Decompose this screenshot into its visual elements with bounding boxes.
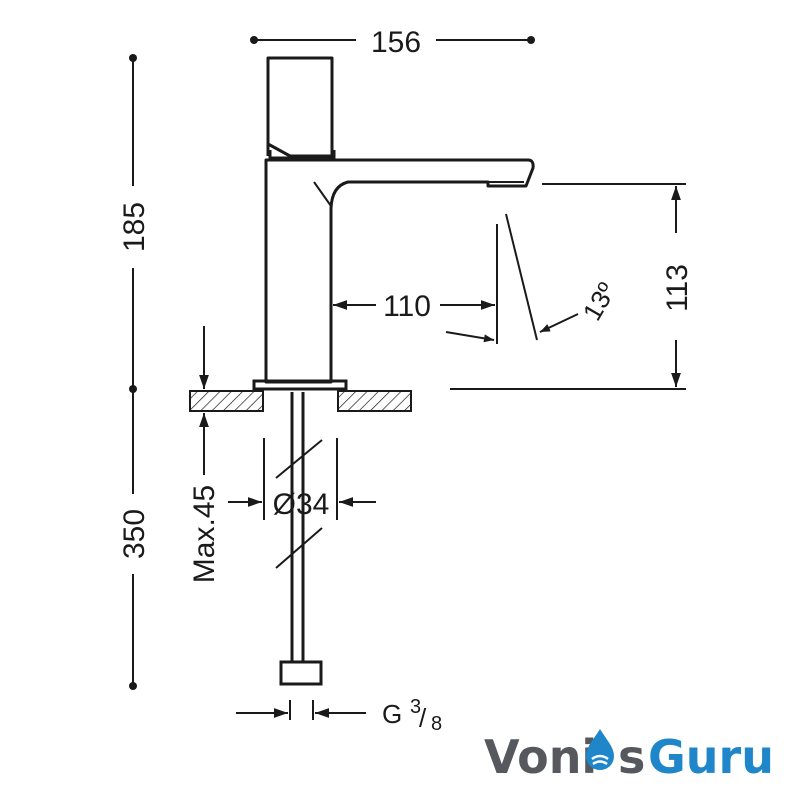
jet-angle-label: 13º [577, 277, 622, 326]
spout-reach-label: 110 [383, 290, 431, 323]
connection-numerator-label: 3 [410, 696, 421, 718]
dimension-hole-diameter: Ø34 [228, 438, 376, 521]
base-flange [252, 379, 348, 391]
dimension-heights-left: 185 350 [118, 54, 151, 690]
connection-prefix-label: G [382, 699, 402, 729]
vonios-guru-logo: Voni s Guru [484, 729, 774, 784]
logo-text-guru: Guru [648, 730, 774, 784]
dimension-overall-width: 156 [250, 26, 535, 59]
overall-width-label: 156 [371, 26, 421, 59]
connection-denominator-label: 8 [431, 713, 442, 735]
deck-thickness-label: Max.45 [188, 485, 221, 583]
countertop-section [189, 390, 412, 412]
spout-height-label: 113 [661, 264, 694, 312]
lever-handle [266, 56, 334, 158]
total-height-label: 350 [118, 509, 151, 559]
spout-body [264, 158, 535, 384]
jet-angle-indicator: 13º [445, 213, 622, 344]
dimension-spout-height: 113 [450, 183, 694, 390]
connection-slash-label: / [419, 703, 427, 733]
faucet-outline [264, 56, 535, 384]
supply-hose [275, 392, 323, 686]
dimension-deck-thickness: Max.45 [188, 326, 221, 583]
overall-height-label: 185 [118, 202, 151, 252]
hole-diameter-label: Ø34 [273, 488, 330, 521]
dimension-spout-reach: 110 [333, 290, 495, 323]
handle-collar [268, 150, 336, 160]
logo-text-s: s [618, 730, 645, 784]
logo-text-voni: Voni [484, 730, 597, 784]
dimension-connection-thread: G 3 / 8 [236, 696, 442, 735]
water-drop-icon [586, 729, 614, 770]
hose-fitting [279, 660, 323, 686]
